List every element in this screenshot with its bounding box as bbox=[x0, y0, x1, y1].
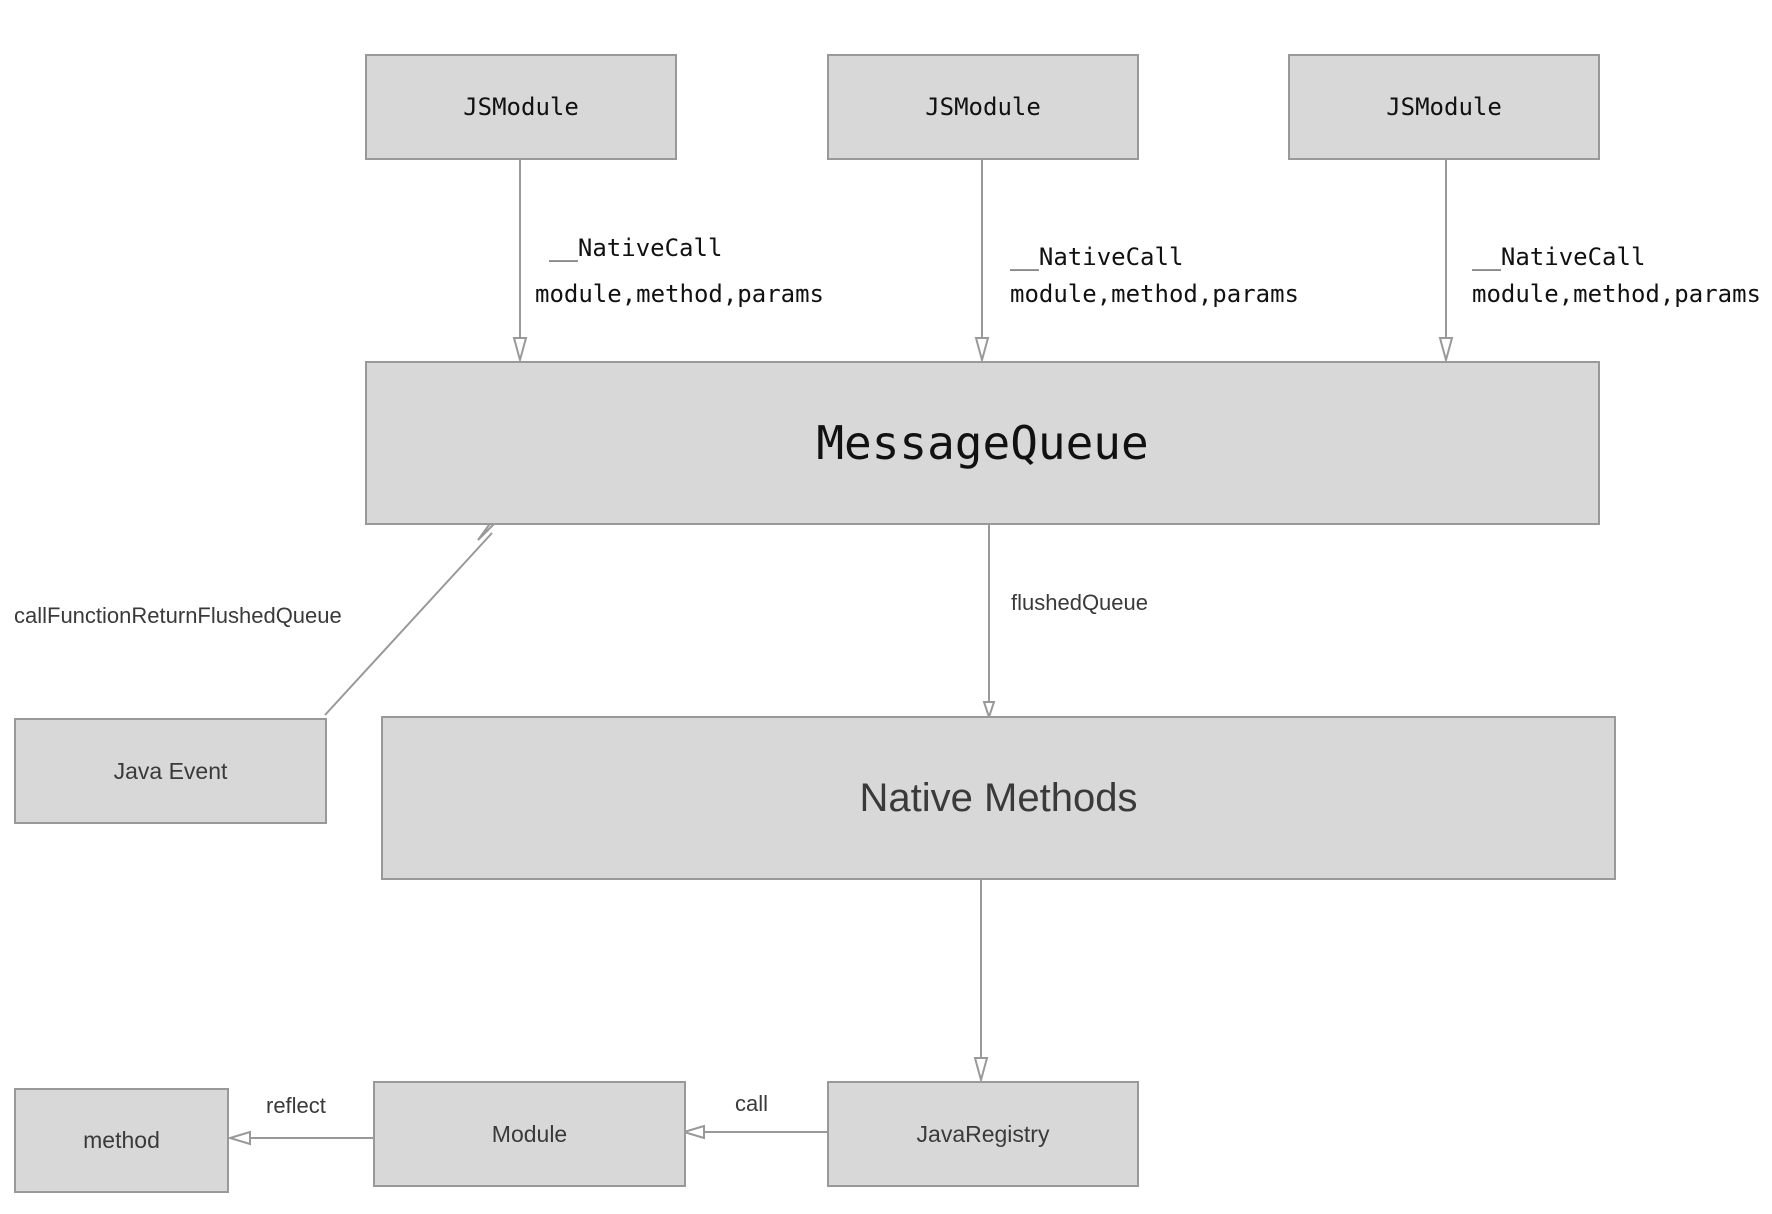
arrowhead bbox=[974, 337, 990, 364]
edge-label-native-call-1-args: module,method,params bbox=[535, 280, 824, 308]
edge-label-call-function-return: callFunctionReturnFlushedQueue bbox=[14, 603, 342, 628]
node-jsmodule-1: JSModule bbox=[365, 54, 677, 160]
edge-label-native-call-1: __NativeCall bbox=[549, 234, 723, 262]
node-jsmodule-3: JSModule bbox=[1288, 54, 1600, 160]
node-native-methods: Native Methods bbox=[381, 716, 1616, 880]
node-method: method bbox=[14, 1088, 229, 1193]
node-label: method bbox=[83, 1127, 160, 1153]
arrowhead bbox=[1438, 337, 1454, 364]
node-java-registry: JavaRegistry bbox=[827, 1081, 1139, 1187]
arrowhead bbox=[982, 701, 996, 721]
arrowhead bbox=[973, 1057, 989, 1084]
arrowhead bbox=[226, 1130, 251, 1146]
node-java-event: Java Event bbox=[14, 718, 327, 824]
node-jsmodule-2: JSModule bbox=[827, 54, 1139, 160]
node-label: Module bbox=[491, 1120, 568, 1147]
edge-label-native-call-2: __NativeCall bbox=[1010, 243, 1184, 271]
edge-label-call: call bbox=[735, 1091, 769, 1116]
node-label: JSModule bbox=[463, 93, 579, 121]
edge-label-reflect: reflect bbox=[266, 1093, 326, 1118]
edge-label-native-call-3-args: module,method,params bbox=[1472, 280, 1761, 308]
node-module: Module bbox=[373, 1081, 686, 1187]
node-label: JavaRegistry bbox=[916, 1120, 1050, 1147]
node-label: Native Methods bbox=[859, 775, 1138, 820]
arrowhead bbox=[680, 1124, 705, 1140]
node-label: JSModule bbox=[925, 93, 1041, 121]
node-label: JSModule bbox=[1386, 93, 1502, 121]
edge-label-flushed-queue: flushedQueue bbox=[1011, 590, 1148, 615]
node-label: MessageQueue bbox=[816, 416, 1149, 470]
edge-label-native-call-3: __NativeCall bbox=[1472, 243, 1646, 271]
node-label: Java Event bbox=[113, 757, 228, 784]
edge-java-event-to-message-queue bbox=[324, 532, 493, 716]
arrowhead bbox=[512, 337, 528, 364]
node-message-queue: MessageQueue bbox=[365, 361, 1600, 525]
edge-label-native-call-2-args: module,method,params bbox=[1010, 280, 1299, 308]
